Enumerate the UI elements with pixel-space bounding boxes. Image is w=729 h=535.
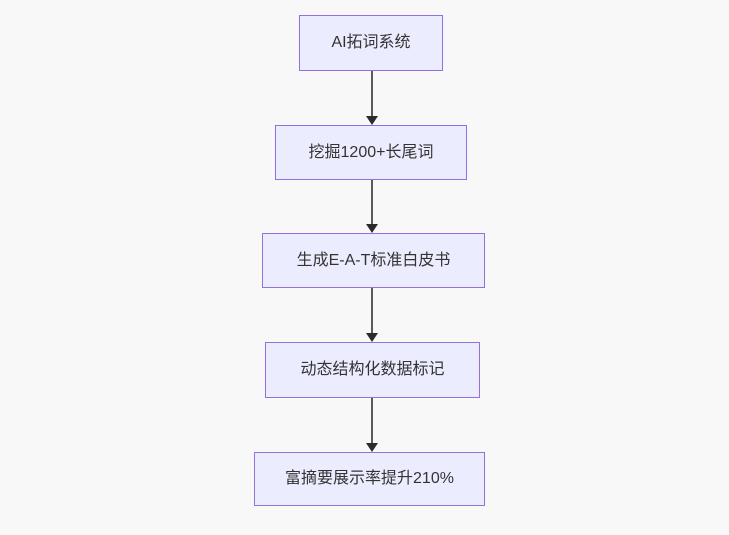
flow-node-rich-snippet-result: 富摘要展示率提升210%: [254, 452, 485, 506]
arrowhead-icon: [365, 333, 378, 342]
arrow-line: [370, 288, 373, 333]
flow-arrow-4: [365, 398, 378, 452]
flow-node-eat-whitepaper: 生成E-A-T标准白皮书: [262, 233, 485, 288]
flow-node-structured-data-markup: 动态结构化数据标记: [265, 342, 480, 398]
flow-node-longtail-mining: 挖掘1200+长尾词: [275, 125, 467, 180]
arrow-line: [370, 71, 373, 116]
arrowhead-icon: [365, 116, 378, 125]
arrow-line: [370, 398, 373, 443]
arrowhead-icon: [365, 224, 378, 233]
flow-arrow-2: [365, 180, 378, 233]
flow-node-ai-keyword-system: AI拓词系统: [299, 15, 443, 71]
arrow-line: [370, 180, 373, 224]
flow-arrow-1: [365, 71, 378, 125]
arrowhead-icon: [365, 443, 378, 452]
flow-arrow-3: [365, 288, 378, 342]
